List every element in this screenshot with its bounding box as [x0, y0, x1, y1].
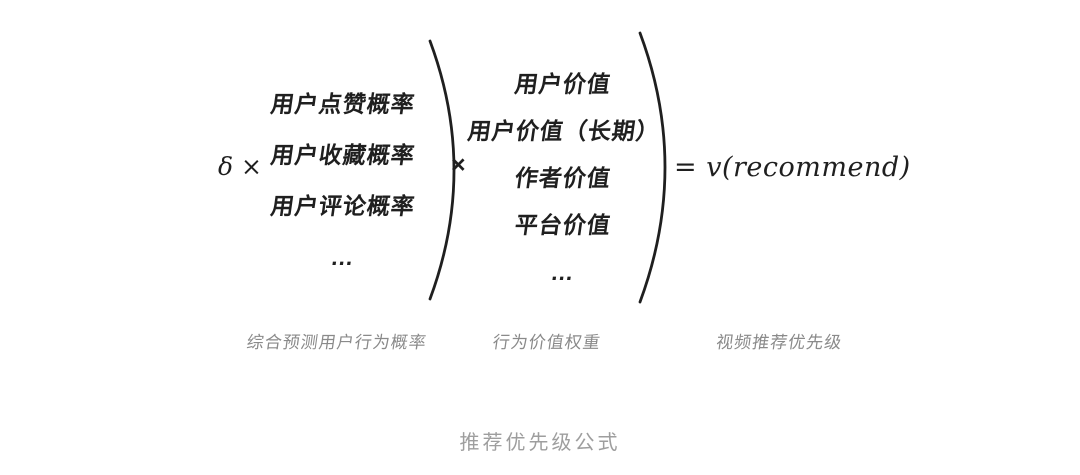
behavior-probability-group: 用户点赞概率 用户收藏概率 用户评论概率 … — [255, 90, 430, 271]
multiplication-sign: × — [451, 151, 466, 179]
closing-parenthesis-icon — [638, 31, 667, 304]
closing-parenthesis-icon — [428, 39, 456, 301]
behavior-item: 用户评论概率 — [268, 193, 417, 219]
ellipsis: … — [328, 244, 357, 270]
value-item: 作者价值 — [513, 165, 613, 191]
figure-caption: 推荐优先级公式 — [459, 432, 621, 454]
value-item: 用户价值 — [513, 71, 613, 97]
value-item: 用户价值（长期） — [466, 118, 662, 144]
ellipsis: … — [549, 259, 577, 285]
value-item: 平台价值 — [513, 212, 613, 238]
formula-result: = v(recommend) — [674, 152, 911, 183]
behavior-item: 用户收藏概率 — [268, 142, 417, 168]
value-weight-group: 用户价值 用户价值（长期） 作者价值 平台价值 … — [466, 70, 662, 286]
label-behavior-probability: 综合预测用户行为概率 — [245, 333, 429, 352]
behavior-item: 用户点赞概率 — [268, 91, 417, 117]
label-recommend-priority: 视频推荐优先级 — [714, 333, 844, 352]
delta-coefficient: δ × — [218, 152, 262, 181]
label-value-weight: 行为价值权重 — [491, 333, 603, 352]
